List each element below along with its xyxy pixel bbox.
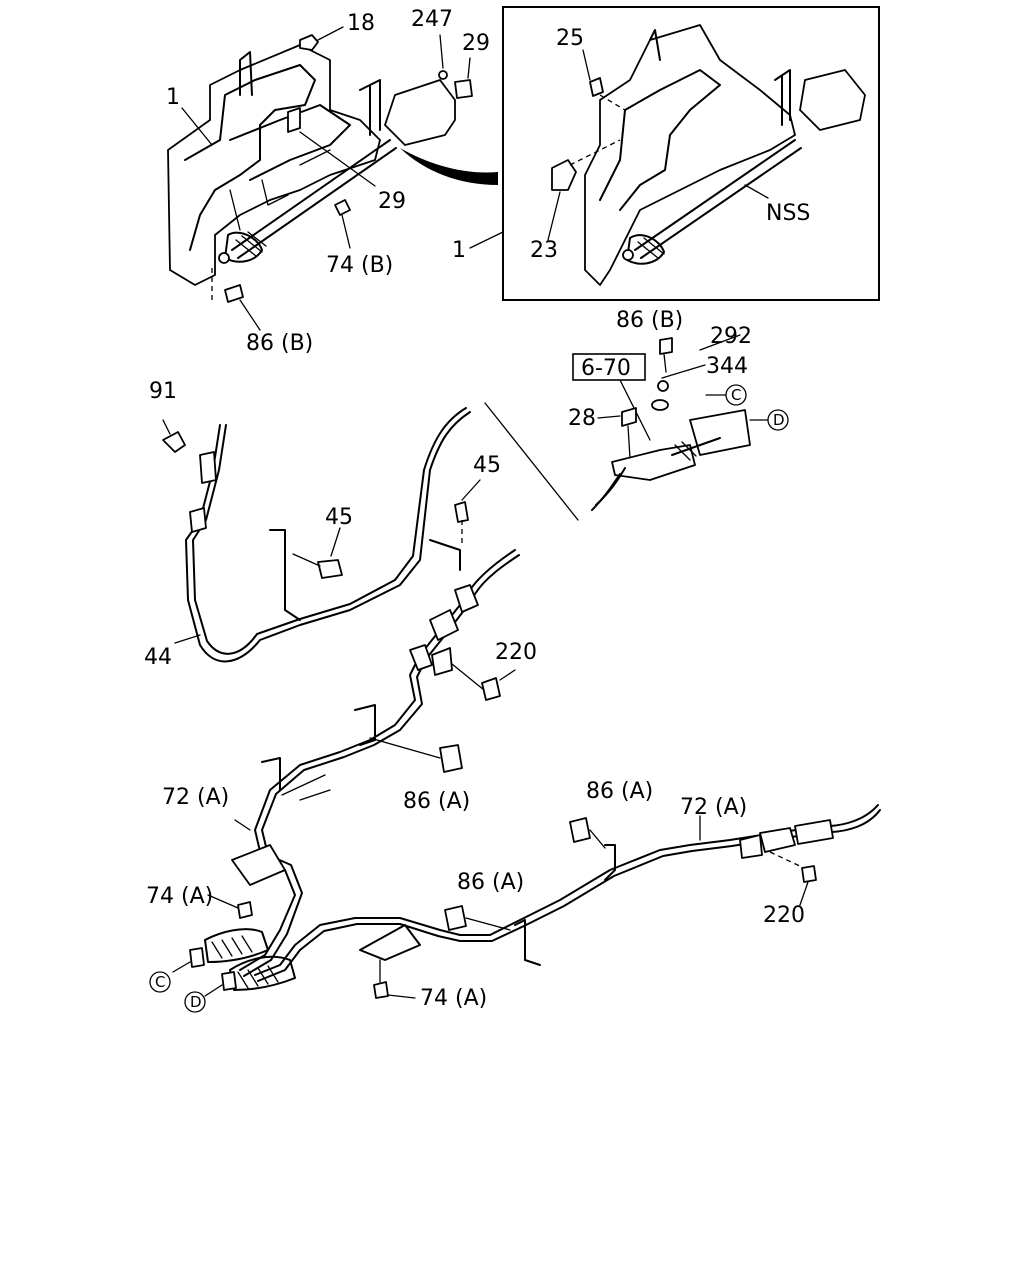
left-rear-cable — [172, 549, 520, 977]
callout-247: 247 — [411, 7, 453, 32]
callout-86a-right-low: 86 (A) — [457, 870, 524, 895]
callout-29-mid: 29 — [378, 189, 406, 214]
nss-inset — [502, 6, 880, 301]
connector-d-bottom — [184, 991, 206, 1013]
callout-29-top: 29 — [462, 31, 490, 56]
equalizer-bracket — [572, 334, 771, 511]
callout-292: 292 — [710, 324, 752, 349]
callout-25: 25 — [556, 26, 584, 51]
connector-c-bottom-label: C — [155, 973, 165, 991]
callout-86a-right-top: 86 (A) — [586, 779, 653, 804]
callout-1-inset: 1 — [452, 238, 466, 263]
lever-bracket-assembly — [167, 26, 498, 331]
callout-1-main: 1 — [166, 85, 180, 110]
callout-28: 28 — [568, 406, 596, 431]
callout-86b-top: 86 (B) — [246, 331, 313, 356]
callout-344: 344 — [706, 354, 748, 379]
front-cable — [162, 407, 481, 663]
callout-23: 23 — [530, 238, 558, 263]
callout-86a-mid: 86 (A) — [403, 789, 470, 814]
callout-18: 18 — [347, 11, 375, 36]
callout-labels: 18 247 29 1 29 74 (B) 86 (B) 25 NSS 23 1… — [144, 7, 810, 1013]
callout-74b: 74 (B) — [326, 253, 393, 278]
callout-72a-right: 72 (A) — [680, 795, 747, 820]
callout-220-bottom: 220 — [763, 903, 805, 928]
connector-d-bottom-label: D — [190, 993, 202, 1011]
callout-45-left: 45 — [325, 505, 353, 530]
callout-74a-left: 74 (A) — [146, 884, 213, 909]
inset-leader — [469, 231, 504, 249]
callout-44: 44 — [144, 645, 172, 670]
callout-86b-right: 86 (B) — [616, 308, 683, 333]
callout-45-right: 45 — [473, 453, 501, 478]
connector-c-bottom — [149, 971, 171, 993]
connector-c-top-label: C — [731, 386, 741, 404]
front-cable-leader — [484, 402, 579, 521]
connector-c-top — [725, 384, 747, 406]
callout-72a-left: 72 (A) — [162, 785, 229, 810]
callout-91: 91 — [149, 379, 177, 404]
connector-d-top — [767, 409, 789, 431]
inset-nss-label: NSS — [766, 201, 810, 226]
callout-74a-bottom: 74 (A) — [420, 986, 487, 1011]
reference-box-label: 6-70 — [581, 356, 631, 381]
callout-220-top: 220 — [495, 640, 537, 665]
right-rear-cable — [204, 804, 881, 999]
connector-d-top-label: D — [773, 411, 785, 429]
